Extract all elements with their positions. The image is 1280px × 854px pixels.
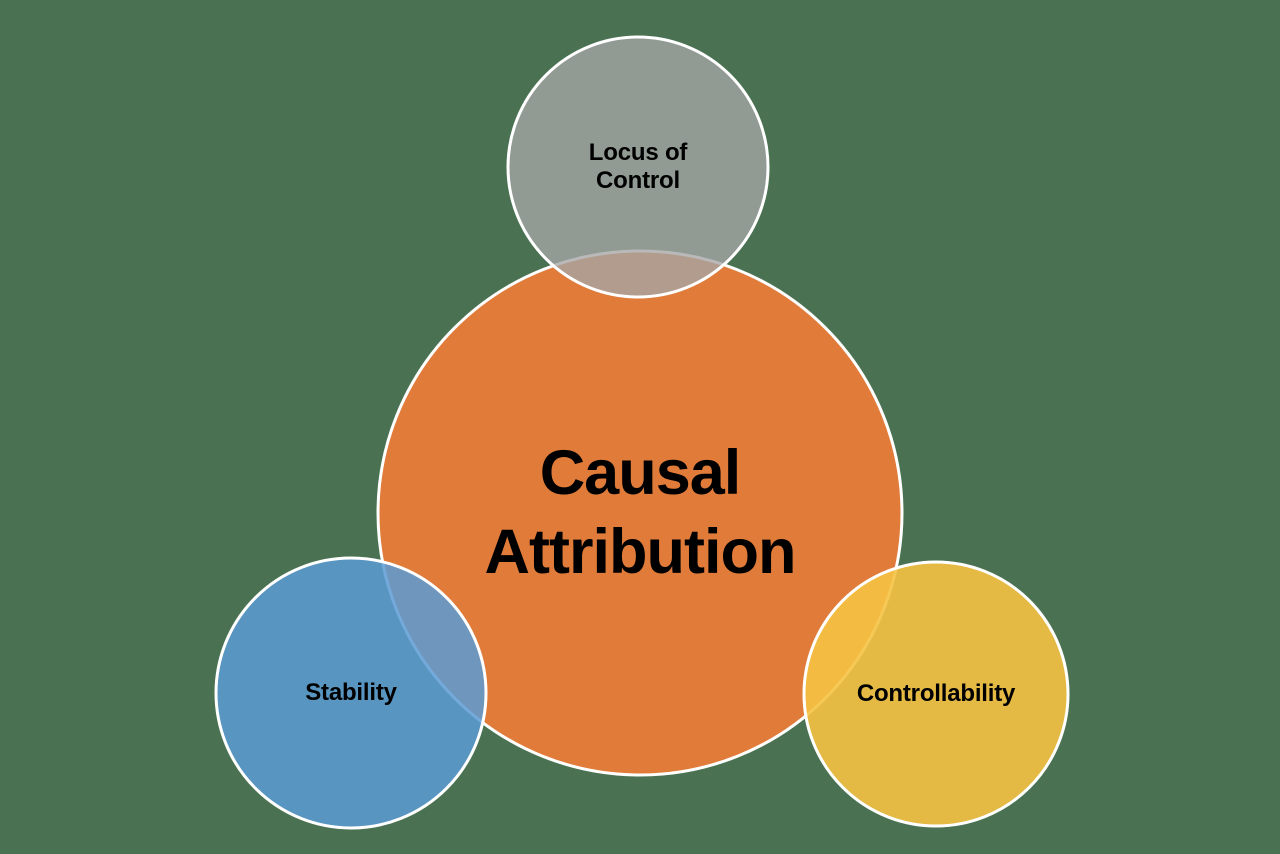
circle-controllability[interactable] [802, 560, 1070, 828]
circle-stability[interactable] [214, 556, 488, 830]
circle-locus-of-control[interactable] [506, 35, 770, 299]
